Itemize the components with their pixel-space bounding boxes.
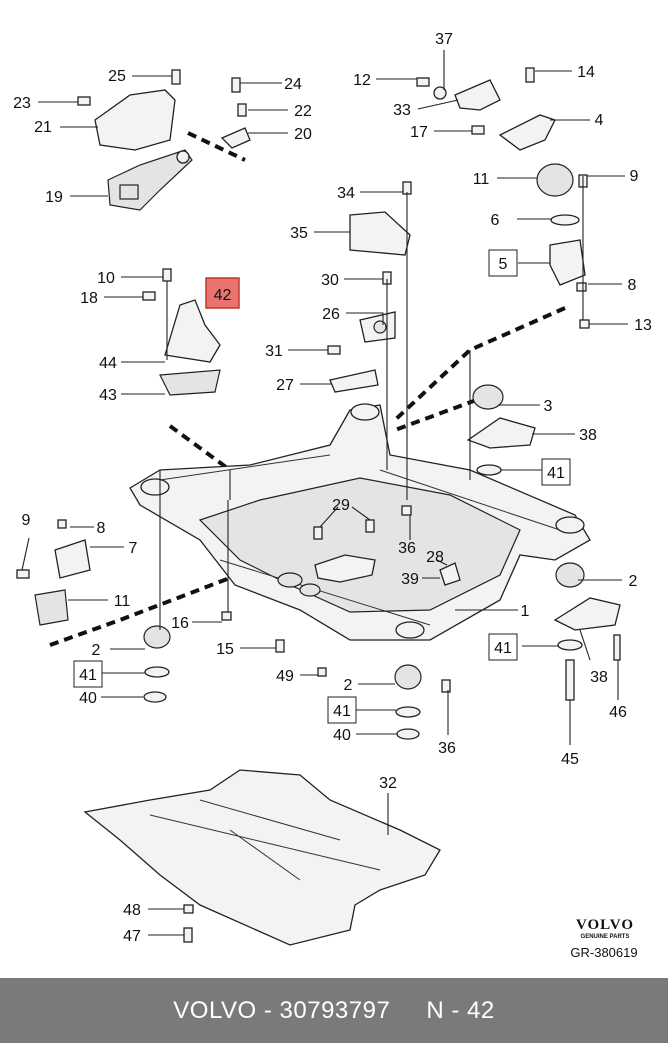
callout-numbers: 25 23 21 19 24 22 20 37 12 14 33 17 4 11… [13, 31, 652, 945]
bracket-44-43 [159, 299, 221, 396]
callout-36: 36 [398, 540, 416, 557]
callout-11: 11 [473, 171, 490, 188]
genuine-parts-text: GENUINE PARTS [581, 934, 630, 940]
exploded-parts-diagram: 42 5 41 41 41 41 25 23 21 19 24 22 20 37… [13, 31, 652, 960]
callout-28: 28 [426, 549, 444, 566]
callout-19: 19 [45, 189, 63, 206]
callout-18: 18 [80, 290, 98, 307]
callout-2: 2 [92, 642, 101, 659]
upper-right-mount [433, 79, 586, 286]
callout-5: 5 [499, 256, 508, 273]
volvo-logo: VOLVO [576, 917, 634, 933]
callout-1: 1 [521, 603, 530, 620]
callout-41: 41 [547, 465, 565, 482]
callout-47: 47 [123, 928, 141, 945]
callout-36: 36 [438, 740, 456, 757]
footer-part-number: VOLVO - 30793797 [173, 996, 391, 1024]
callout-7: 7 [129, 540, 138, 557]
callout-22: 22 [294, 103, 312, 120]
callout-41: 41 [494, 640, 512, 657]
callout-40: 40 [333, 727, 351, 744]
callout-13: 13 [634, 317, 652, 334]
right-mount-stack [553, 562, 621, 701]
callout-41: 41 [79, 667, 97, 684]
callout-8: 8 [97, 520, 106, 537]
bracket-35 [349, 211, 411, 256]
callout-43: 43 [99, 387, 117, 404]
callout-39: 39 [401, 571, 419, 588]
callout-24: 24 [284, 76, 302, 93]
callout-9: 9 [22, 512, 31, 529]
callout-21: 21 [34, 119, 52, 136]
brand-block: VOLVO GENUINE PARTS GR-380619 [570, 917, 637, 960]
callout-16: 16 [171, 615, 189, 632]
callout-37: 37 [435, 31, 453, 48]
callout-41: 41 [333, 703, 351, 720]
callout-9: 9 [630, 168, 639, 185]
callout-45: 45 [561, 751, 579, 768]
callout-44: 44 [99, 355, 117, 372]
center-mount-stack [394, 664, 422, 740]
diagram-reference: GR-380619 [570, 945, 637, 960]
left-mount-7-11 [34, 539, 91, 626]
mount-3-plate-38 [466, 384, 536, 476]
callout-2: 2 [629, 573, 638, 590]
callout-26: 26 [322, 306, 340, 323]
callout-38: 38 [590, 669, 608, 686]
callout-49: 49 [276, 668, 294, 685]
callout-32: 32 [379, 775, 397, 792]
callout-25: 25 [108, 68, 126, 85]
callout-27: 27 [276, 377, 294, 394]
footer-part-ref: N - 42 [426, 996, 495, 1024]
callout-3: 3 [544, 398, 553, 415]
callout-8: 8 [628, 277, 637, 294]
leader-lines [21, 50, 628, 936]
callout-46: 46 [609, 704, 627, 721]
callout-14: 14 [577, 64, 595, 81]
bushing-28 [439, 562, 461, 586]
callout-12: 12 [353, 72, 371, 89]
callout-11: 11 [114, 593, 131, 610]
callout-35: 35 [290, 225, 308, 242]
bracket-20 [220, 127, 251, 149]
callout-6: 6 [491, 212, 500, 229]
callout-34: 34 [337, 185, 355, 202]
callout-30: 30 [321, 272, 339, 289]
link-29 [314, 554, 376, 583]
callout-2: 2 [344, 677, 353, 694]
callout-33: 33 [393, 102, 411, 119]
callout-17: 17 [410, 124, 428, 141]
fasteners [16, 67, 590, 943]
lower-left-mount-stack [143, 625, 171, 703]
callout-20: 20 [294, 126, 312, 143]
callout-29: 29 [332, 497, 350, 514]
highlighted-part-callout: 42 [205, 277, 240, 309]
callout-31: 31 [265, 343, 283, 360]
callout-10: 10 [97, 270, 115, 287]
callout-15: 15 [216, 641, 234, 658]
splash-guard-32 [83, 769, 441, 946]
callout-4: 4 [595, 112, 604, 129]
upper-left-mount [94, 89, 193, 211]
callout-23: 23 [13, 95, 31, 112]
footer-bar: VOLVO - 30793797 N - 42 [0, 978, 668, 1043]
callout-40: 40 [79, 690, 97, 707]
callout-48: 48 [123, 902, 141, 919]
callout-38: 38 [579, 427, 597, 444]
boxed-callouts: 5 41 41 41 41 [73, 249, 571, 724]
callout-42: 42 [214, 287, 232, 304]
